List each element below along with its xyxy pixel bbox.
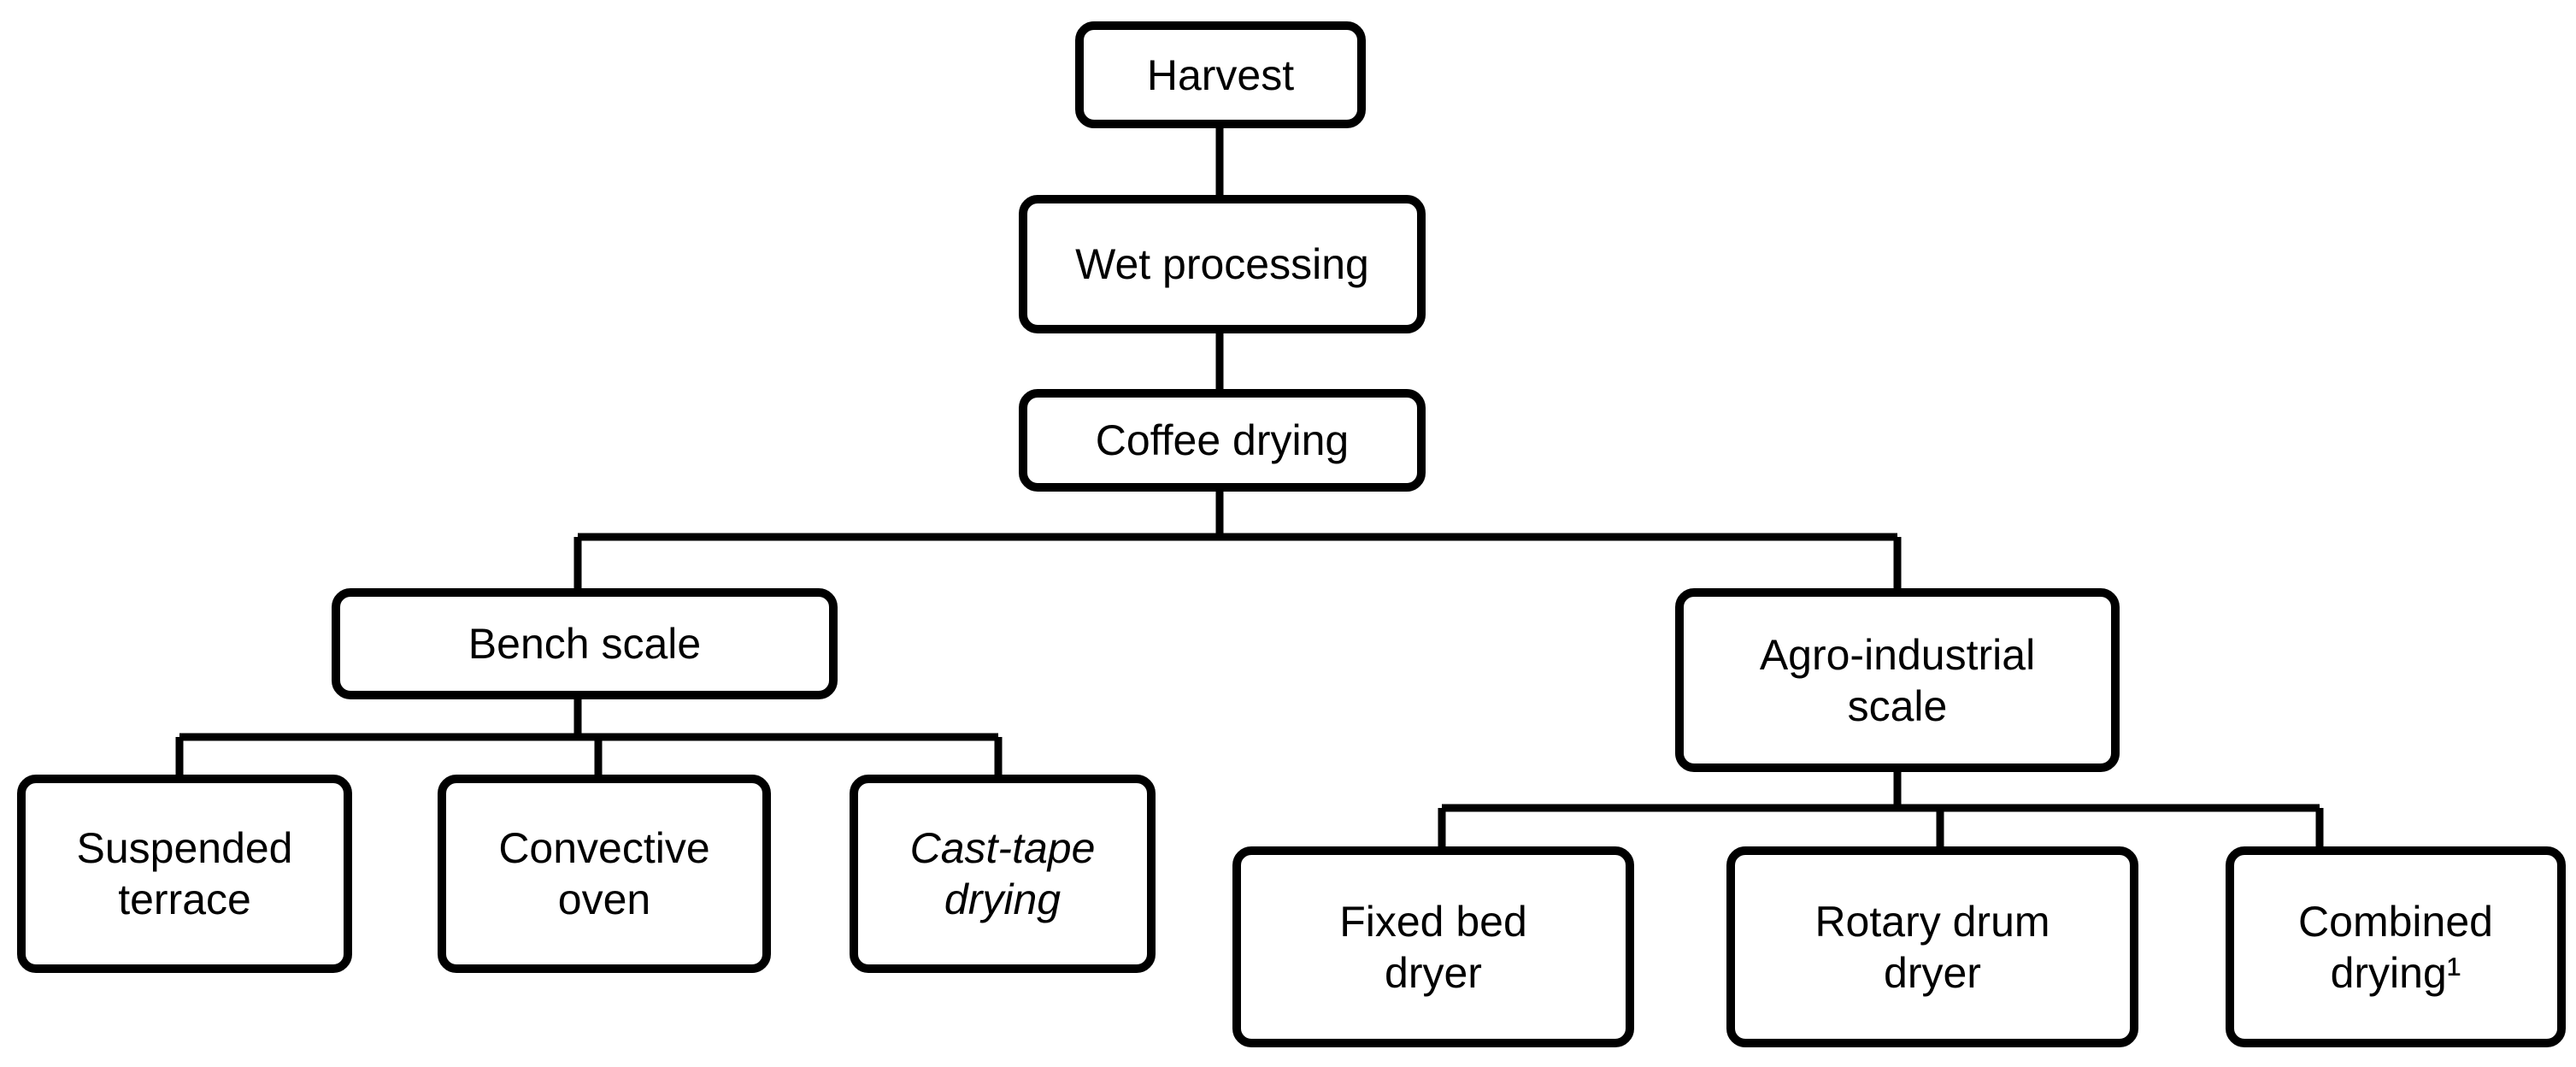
node-coffee-drying: Coffee drying	[1019, 389, 1426, 492]
node-cast-tape-drying: Cast-tape drying	[850, 775, 1156, 973]
node-suspended-terrace: Suspended terrace	[17, 775, 352, 973]
node-fixed-bed-dryer-line-2: dryer	[1385, 948, 1482, 997]
node-bench-scale-line-1: Bench scale	[468, 620, 702, 668]
node-fixed-bed-dryer-line-1: Fixed bed	[1339, 897, 1527, 946]
node-harvest-line-1: Harvest	[1146, 50, 1295, 99]
node-cast-tape-drying-line-2: drying	[944, 875, 1062, 923]
node-suspended-terrace-line-1: Suspended	[76, 824, 293, 872]
node-combined-drying-line-1: Combined	[2298, 897, 2493, 946]
node-rotary-drum-dryer-line-2: dryer	[1884, 948, 1981, 997]
node-suspended-terrace-line-2: terrace	[118, 875, 251, 923]
node-coffee-drying-line-1: Coffee drying	[1095, 416, 1350, 464]
node-rotary-drum-dryer: Rotary drum dryer	[1726, 846, 2138, 1047]
node-agro-industrial-scale-line-2: scale	[1847, 681, 1948, 730]
node-agro-industrial-scale: Agro-industrial scale	[1675, 588, 2120, 772]
node-agro-industrial-scale-line-1: Agro-industrial	[1759, 630, 2036, 679]
node-combined-drying-line-2: drying¹	[2330, 948, 2461, 997]
node-combined-drying: Combined drying¹	[2226, 846, 2566, 1047]
node-wet-processing: Wet processing	[1019, 195, 1426, 333]
node-convective-oven-line-1: Convective	[498, 824, 710, 872]
node-bench-scale: Bench scale	[332, 588, 838, 699]
node-wet-processing-line-1: Wet processing	[1075, 240, 1369, 288]
node-harvest: Harvest	[1075, 21, 1366, 128]
node-rotary-drum-dryer-line-1: Rotary drum	[1814, 897, 2050, 946]
node-fixed-bed-dryer: Fixed bed dryer	[1232, 846, 1634, 1047]
node-convective-oven-line-2: oven	[557, 875, 651, 923]
node-convective-oven: Convective oven	[438, 775, 771, 973]
node-cast-tape-drying-line-1: Cast-tape	[909, 824, 1096, 872]
